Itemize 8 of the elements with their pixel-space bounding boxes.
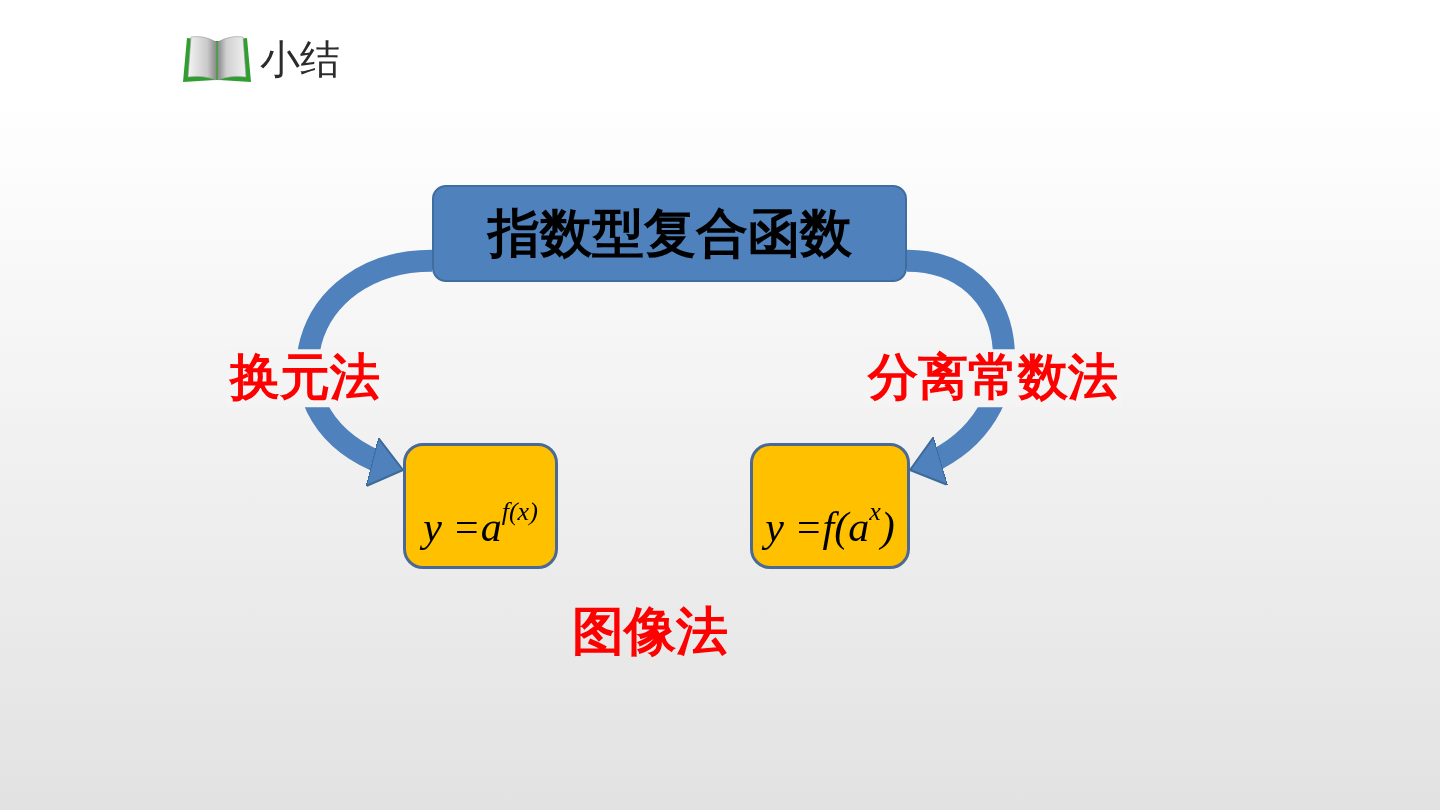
box-title: 指数型复合函数 xyxy=(487,203,852,264)
formula-box xyxy=(403,443,558,569)
method-label: 图像法 xyxy=(572,602,728,662)
formula-box xyxy=(750,443,910,569)
curved-arrow xyxy=(905,249,1015,483)
process-box xyxy=(432,185,907,282)
slide-title: 小结 xyxy=(260,35,340,83)
curved-arrow xyxy=(296,249,434,484)
